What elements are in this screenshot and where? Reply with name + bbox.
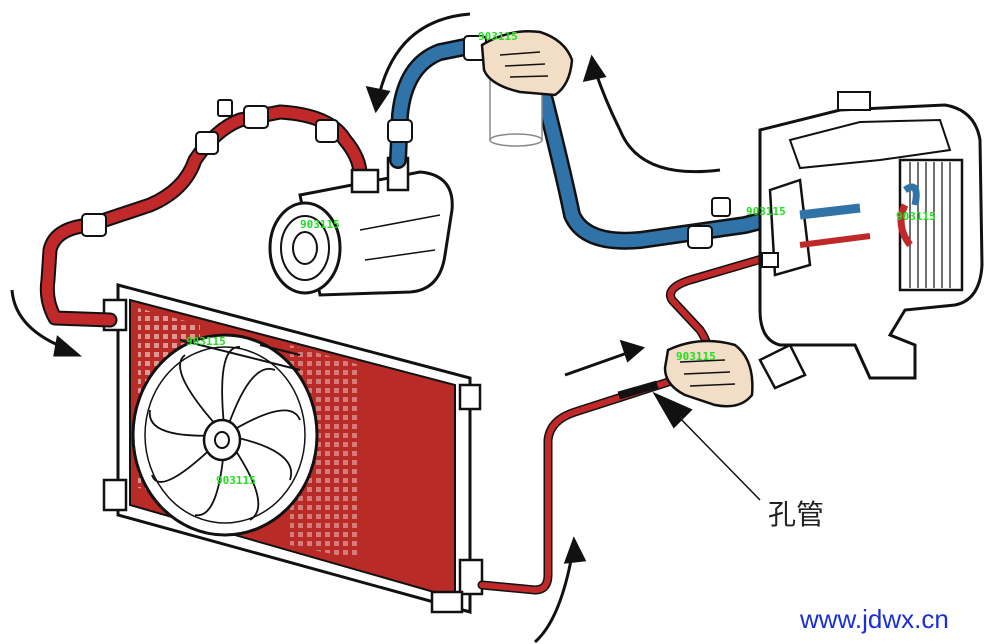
fan-icon <box>131 333 319 537</box>
flow-arrow-icon <box>10 12 761 644</box>
orifice-tube-label: 孔管 <box>768 498 824 531</box>
site-url: www.jdwx.cn <box>799 604 949 634</box>
watermark-text: 903115 <box>478 30 518 43</box>
watermark-text: 903115 <box>676 350 716 363</box>
watermark-text: 903115 <box>186 335 226 348</box>
watermark-text: 903115 <box>746 205 786 218</box>
high-pressure-hose <box>39 99 368 328</box>
liquid-line <box>477 253 770 595</box>
watermarks: 903115 903115 903115 903115 903115 90311… <box>186 30 936 487</box>
evaporator-icon <box>758 91 984 390</box>
hand-icon <box>663 339 754 408</box>
orifice-tube-segment <box>617 380 659 400</box>
low-pressure-hose <box>387 35 794 250</box>
watermark-text: 903115 <box>300 218 340 231</box>
watermark-text: 903115 <box>216 474 256 487</box>
watermark-text: 903115 <box>896 210 936 223</box>
hand-icon <box>480 30 574 97</box>
compressor-icon <box>268 156 454 297</box>
